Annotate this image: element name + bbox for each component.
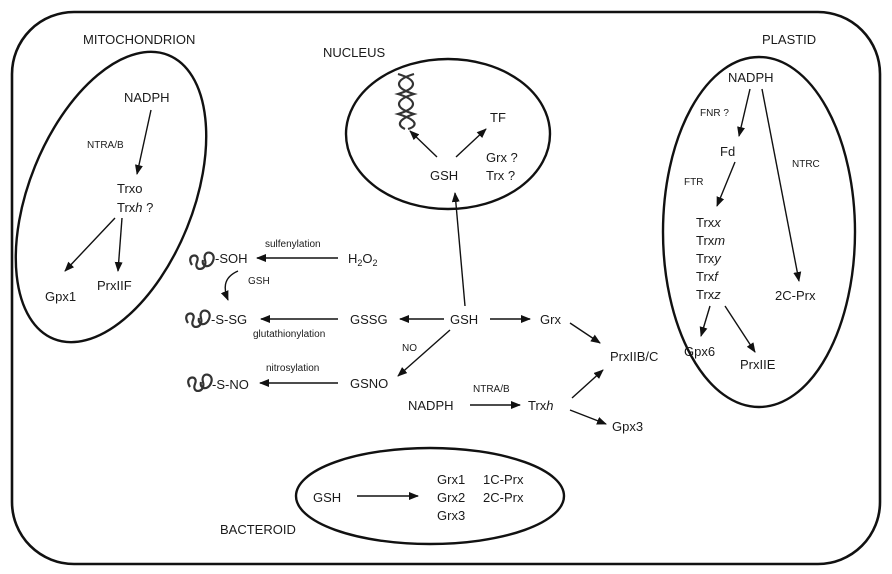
cytosol-trxh-italic: h	[546, 398, 553, 413]
cytosol-trxh: Trxh	[528, 398, 554, 413]
glutathionylation-label: glutathionylation	[253, 329, 325, 340]
sulfenylation-label: sulfenylation	[265, 239, 321, 250]
nucleus-gsh: GSH	[430, 168, 458, 183]
protein-icon-ssg	[185, 309, 211, 328]
trxh-to-gpx3-arrow	[569, 409, 607, 425]
plastid-trxz-variant: z	[713, 287, 721, 302]
grx-to-prxiibc-arrow	[569, 322, 601, 344]
plastid-trxf-variant: f	[714, 269, 719, 284]
nucleus-membrane	[344, 57, 552, 211]
soh-to-ssg-curved-arrow	[220, 270, 239, 301]
nucleus-grx-q: Grx ?	[486, 150, 518, 165]
cytosol-gsh: GSH	[450, 312, 478, 327]
plastid-trxm: Trxm	[696, 233, 725, 248]
cell-outline	[10, 10, 882, 566]
cytosol-ntra-b-label: NTRA/B	[473, 384, 510, 395]
plastid-fd: Fd	[720, 144, 735, 159]
h2o2-h: H	[348, 251, 357, 266]
plastid-trxm-variant: m	[714, 233, 725, 248]
plastid-trxy-prefix: Trx	[696, 251, 715, 266]
plastid-ntrc-label: NTRC	[792, 159, 820, 170]
mitochondrion-title: MITOCHONDRION	[83, 32, 195, 47]
plastid-fnr-label: FNR ?	[700, 108, 729, 119]
protein-icon-soh	[189, 251, 215, 270]
bacteroid-title: BACTEROID	[220, 522, 296, 537]
mito-trxh: Trxh ?	[117, 200, 153, 215]
plastid-trxm-prefix: Trx	[696, 233, 715, 248]
h2o2-subscript-2: 2	[373, 258, 378, 268]
plastid-nadph-to-2cprx-arrow	[761, 88, 802, 282]
bacteroid-gsh: GSH	[313, 490, 341, 505]
gsh-small-label: GSH	[248, 276, 270, 287]
mitochondrion-membrane	[14, 50, 208, 344]
plastid-trx-to-prxiie-arrow	[724, 305, 756, 353]
bacteroid-membrane	[294, 446, 566, 546]
mito-nadph-to-trx-arrow	[135, 109, 152, 175]
cytosol-gsno: GSNO	[350, 376, 388, 391]
plastid-gpx6: Gpx6	[684, 344, 715, 359]
plastid-trxy: Trxy	[696, 251, 722, 266]
cytosol-soh: -SOH	[215, 251, 248, 266]
plastid-fd-to-trx-arrow	[716, 161, 736, 207]
plastid-trxx-prefix: Trx	[696, 215, 715, 230]
nitrosylation-label: nitrosylation	[266, 363, 319, 374]
plastid-ftr-label: FTR	[684, 177, 703, 188]
mito-ntra-b-label: NTRA/B	[87, 140, 124, 151]
plastid-prxiie: PrxIIE	[740, 357, 776, 372]
h2o2-subscript: 2	[357, 258, 362, 268]
bacteroid-grx2: Grx2	[437, 490, 465, 505]
mito-trxo: Trxo	[117, 181, 143, 196]
protein-icon-sno	[187, 373, 213, 392]
nucleus-gsh-to-dna-arrow	[409, 130, 438, 158]
cytosol-gpx3: Gpx3	[612, 419, 643, 434]
mito-prxiif: PrxIIF	[97, 278, 132, 293]
cytosol-nadph: NADPH	[408, 398, 454, 413]
plastid-trxf: Trxf	[696, 269, 719, 284]
trxh-to-prxiibc-arrow	[571, 369, 604, 399]
cytosol-prxiibc: PrxIIB/C	[610, 349, 658, 364]
plastid-trx-to-gpx6-arrow	[699, 305, 711, 337]
mito-trxh-prefix: Trx	[117, 200, 136, 215]
mito-trx-to-gpx1-arrow	[64, 217, 116, 272]
h2o2-o: O	[362, 251, 372, 266]
gsh-to-nucleus-arrow	[451, 192, 466, 307]
bacteroid-1cprx: 1C-Prx	[483, 472, 524, 487]
mito-trxh-question: ?	[143, 200, 154, 215]
mito-nadph: NADPH	[124, 90, 170, 105]
mito-trxh-italic: h	[135, 200, 142, 215]
no-label: NO	[402, 343, 417, 354]
mito-trx-to-prxiif-arrow	[114, 217, 123, 272]
bacteroid-2cprx: 2C-Prx	[483, 490, 524, 505]
nucleus-tf: TF	[490, 110, 506, 125]
nucleus-trx-q: Trx ?	[486, 168, 515, 183]
cytosol-trxh-prefix: Trx	[528, 398, 547, 413]
cytosol-h2o2: H2O2	[348, 251, 378, 268]
plastid-trxz: Trxz	[696, 287, 721, 302]
plastid-trxx: Trxx	[696, 215, 721, 230]
plastid-trxz-prefix: Trx	[696, 287, 715, 302]
cytosol-ssg: -S-SG	[211, 312, 247, 327]
plastid-trxy-variant: y	[713, 251, 722, 266]
plastid-2cprx: 2C-Prx	[775, 288, 816, 303]
nucleus-title: NUCLEUS	[323, 45, 385, 60]
plastid-nadph: NADPH	[728, 70, 774, 85]
gsh-to-gsno-arrow	[397, 329, 451, 377]
plastid-membrane	[661, 55, 857, 409]
cytosol-gssg: GSSG	[350, 312, 388, 327]
cytosol-sno: -S-NO	[212, 377, 249, 392]
cytosol-grx: Grx	[540, 312, 561, 327]
nucleus-gsh-to-tf-arrow	[455, 128, 487, 158]
dna-helix-icon	[394, 72, 418, 131]
plastid-title: PLASTID	[762, 32, 816, 47]
bacteroid-grx3: Grx3	[437, 508, 465, 523]
mito-gpx1: Gpx1	[45, 289, 76, 304]
plastid-trxf-prefix: Trx	[696, 269, 715, 284]
plastid-trxx-variant: x	[713, 215, 721, 230]
bacteroid-grx1: Grx1	[437, 472, 465, 487]
plastid-nadph-to-fd-arrow	[737, 88, 751, 137]
